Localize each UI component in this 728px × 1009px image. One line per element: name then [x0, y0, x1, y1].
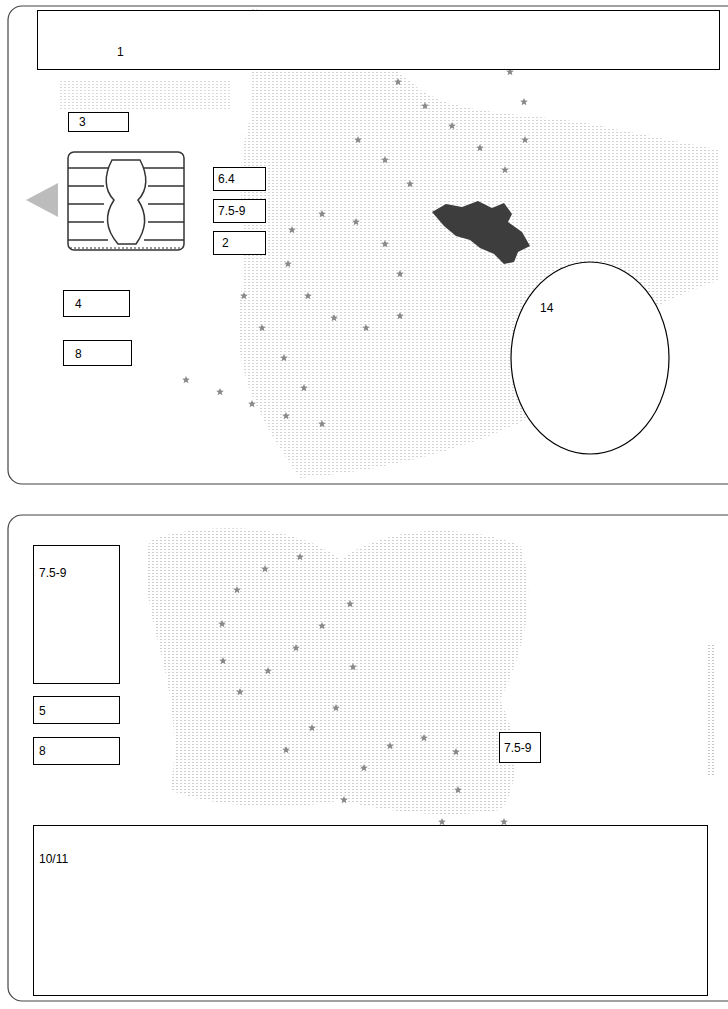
- star: [288, 226, 296, 233]
- star: [332, 704, 340, 711]
- field-number: 7.5-9: [504, 741, 531, 755]
- star: [280, 354, 288, 361]
- field-number: 10/11: [39, 852, 68, 866]
- star: [452, 748, 460, 755]
- star: [318, 420, 326, 427]
- star: [352, 218, 360, 225]
- photo-oval: 14: [510, 261, 670, 455]
- field-box: 7.5-9: [499, 732, 541, 763]
- field-number: 14: [540, 301, 553, 315]
- field-box: 3: [68, 112, 129, 132]
- field-number: 7.5-9: [218, 204, 245, 218]
- star: [330, 314, 338, 321]
- star: [284, 260, 292, 267]
- back-texture: [146, 528, 528, 814]
- star-field: [182, 36, 566, 957]
- star: [420, 734, 428, 741]
- star: [476, 144, 484, 151]
- star: [454, 786, 462, 793]
- field-number: 8: [39, 744, 46, 758]
- oval-outline: [510, 261, 670, 455]
- field-box: 8: [63, 340, 132, 366]
- field-box: 1: [37, 10, 720, 70]
- field-number: 5: [39, 704, 46, 718]
- field-number: 6.4: [218, 172, 235, 186]
- star: [264, 667, 272, 674]
- star: [282, 412, 290, 419]
- star: [292, 644, 300, 651]
- star: [296, 553, 304, 560]
- star: [386, 742, 394, 749]
- field-number: 2: [222, 236, 229, 250]
- star: [406, 180, 414, 187]
- star: [340, 796, 348, 803]
- field-number: 3: [79, 115, 86, 129]
- star: [381, 156, 389, 163]
- star: [346, 600, 354, 607]
- star: [282, 746, 290, 753]
- front-texture: [60, 80, 230, 110]
- star: [521, 136, 529, 143]
- field-number: 7.5-9: [39, 566, 66, 580]
- field-number: 4: [75, 297, 82, 311]
- star: [233, 586, 241, 593]
- field-number: 1: [117, 45, 124, 59]
- star: [258, 324, 266, 331]
- star: [219, 657, 227, 664]
- star: [218, 620, 226, 627]
- field-box: 10/11: [33, 825, 708, 996]
- star: [240, 292, 248, 299]
- star: [349, 663, 357, 670]
- arrow-mark: [26, 183, 58, 217]
- star: [182, 376, 190, 383]
- star: [520, 98, 528, 105]
- back-card: [8, 515, 728, 1001]
- star: [396, 270, 404, 277]
- star: [318, 210, 326, 217]
- star: [261, 565, 269, 572]
- field-box: 2: [213, 231, 266, 255]
- front-texture: [238, 8, 720, 478]
- star: [448, 122, 456, 129]
- star: [360, 764, 368, 771]
- star: [394, 78, 402, 85]
- star: [396, 312, 404, 319]
- star: [501, 166, 509, 173]
- star: [308, 724, 316, 731]
- field-box: 7.5-9: [33, 545, 120, 684]
- star: [304, 292, 312, 299]
- field-box: 8: [33, 737, 120, 765]
- star: [236, 688, 244, 695]
- vertical-strip: [706, 645, 716, 775]
- star: [362, 324, 370, 331]
- star: [421, 102, 429, 109]
- field-box: 6.4: [213, 167, 266, 191]
- star: [300, 384, 308, 391]
- field-box: 7.5-9: [213, 199, 266, 223]
- field-box: 5: [33, 696, 120, 724]
- country-map: [432, 201, 530, 264]
- star: [216, 388, 224, 395]
- star: [354, 136, 362, 143]
- star: [248, 400, 256, 407]
- field-box: 4: [63, 290, 130, 317]
- front-card: [8, 6, 728, 484]
- chip-symbol: [68, 152, 184, 250]
- star: [381, 240, 389, 247]
- star: [318, 622, 326, 629]
- field-number: 8: [75, 347, 82, 361]
